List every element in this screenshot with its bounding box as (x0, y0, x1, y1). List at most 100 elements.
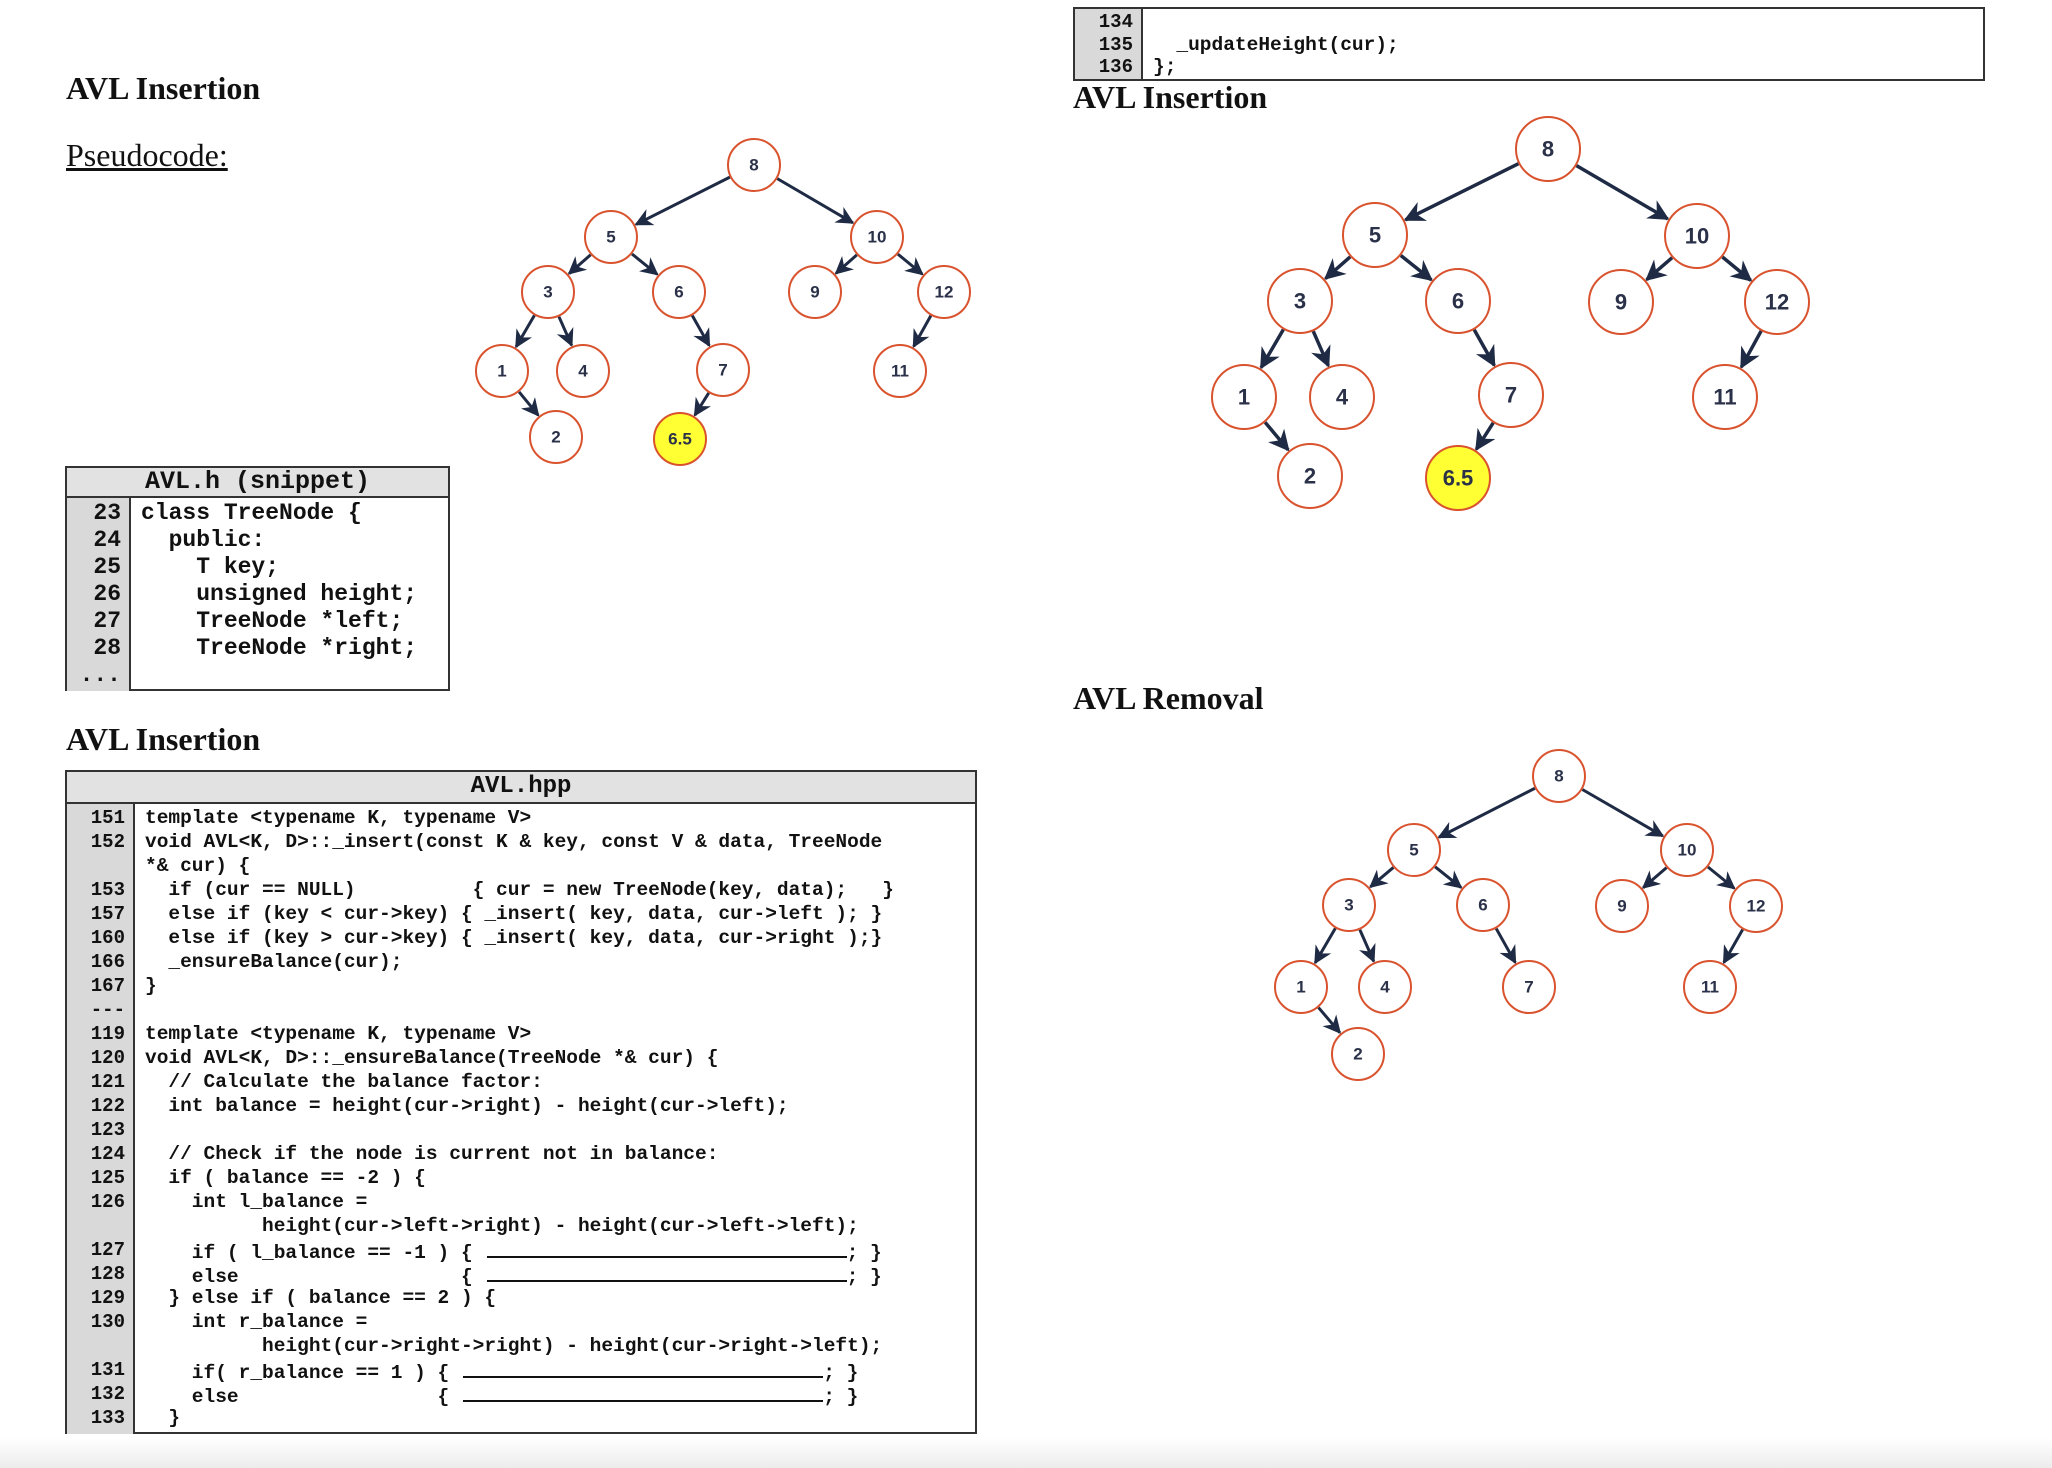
line-number: 120 (90, 1047, 125, 1069)
tree-edge-8-to-10 (1581, 788, 1665, 838)
tree-node-label: 5 (1409, 841, 1418, 860)
tree-node-1 (475, 344, 529, 398)
tree-node-label: 9 (810, 283, 819, 302)
tree-node-label: 11 (891, 362, 909, 381)
tree-edge-10-to-12 (1707, 865, 1736, 890)
code-line: height(cur->left->right) - height(cur->l… (145, 1214, 859, 1238)
fill-in-blank[interactable] (486, 1262, 847, 1282)
code-text: else { (145, 1266, 473, 1288)
code-text: int r_balance = (145, 1311, 368, 1333)
code-text: if( r_balance == 1 ) { (145, 1362, 450, 1384)
code-line: template <typename K, typename V> (145, 1022, 531, 1046)
fill-in-blank[interactable] (463, 1382, 824, 1402)
tree-edge-7-to-6.5 (693, 392, 712, 417)
tree-node-label: 9 (1615, 290, 1627, 315)
tree-node-label: 10 (1678, 841, 1697, 860)
tree-node-6.5-highlighted (653, 412, 707, 466)
code-box-title: AVL.h (snippet) (67, 468, 448, 498)
line-number: --- (90, 999, 125, 1021)
code-text: unsigned height; (141, 581, 418, 607)
code-line: int balance = height(cur->right) - heigh… (145, 1094, 788, 1118)
line-number: 130 (90, 1311, 125, 1333)
tree-node-4 (1358, 960, 1412, 1014)
tree-node-8 (1515, 116, 1581, 182)
tree-node-2 (529, 410, 583, 464)
code-text: else if (key < cur->key) { _insert( key,… (145, 903, 883, 925)
tree-node-10 (1664, 203, 1730, 269)
tree-edge-5-to-6 (1434, 865, 1463, 889)
code-line: unsigned height; (141, 581, 417, 608)
tree-edge-1-to-2 (1317, 1006, 1342, 1035)
code-text: // Check if the node is current not in b… (145, 1143, 719, 1165)
tree-node-5 (1342, 202, 1408, 268)
line-number: 126 (90, 1191, 125, 1213)
tree-node-label: 2 (1304, 464, 1316, 489)
tree-node-6.5-highlighted (1425, 445, 1491, 511)
code-line: height(cur->right->right) - height(cur->… (145, 1334, 882, 1358)
code-text: if ( balance == -2 ) { (145, 1167, 426, 1189)
line-number: 124 (90, 1143, 125, 1165)
line-number: ... (79, 662, 121, 688)
tree-node-label: 9 (1617, 897, 1626, 916)
code-line: else {; } (145, 1262, 882, 1289)
code-line: if (cur == NULL) { cur = new TreeNode(ke… (145, 878, 894, 902)
line-number: 133 (90, 1407, 125, 1429)
line-number: 160 (90, 927, 125, 949)
tree-node-label: 8 (1542, 137, 1554, 162)
page-bottom-edge (0, 1438, 2052, 1468)
tree-node-label: 6 (1452, 289, 1464, 314)
line-number: 134 (1098, 11, 1133, 33)
tree-edge-1-to-2 (1263, 421, 1290, 452)
code-text: height(cur->right->right) - height(cur->… (145, 1335, 883, 1357)
heading-pseudocode: Pseudocode: (66, 137, 228, 173)
fill-in-blank[interactable] (463, 1358, 824, 1378)
line-number: 127 (90, 1239, 125, 1261)
code-line: } (145, 974, 157, 998)
line-number: 135 (1098, 33, 1133, 56)
heading-avl-removal: AVL Removal (1073, 680, 1264, 716)
tree-node-label: 3 (1344, 896, 1353, 915)
line-number-gutter (1075, 9, 1143, 79)
code-text: class TreeNode { (141, 500, 362, 526)
tree-node-label: 3 (543, 283, 552, 302)
line-number: 131 (90, 1359, 125, 1381)
tree-edge-8-to-5 (1403, 162, 1520, 222)
tree-node-7 (1502, 960, 1556, 1014)
tree-edge-10-to-9 (834, 253, 858, 275)
code-line: else if (key < cur->key) { _insert( key,… (145, 902, 882, 926)
tree-node-2 (1277, 443, 1343, 509)
tree-node-3 (1267, 268, 1333, 334)
code-line: if ( balance == -2 ) { (145, 1166, 426, 1190)
tree-edge-5-to-3 (567, 253, 592, 275)
tree-node-label: 1 (1296, 978, 1305, 997)
code-line: int r_balance = (145, 1310, 368, 1334)
tree-edge-12-to-11 (912, 314, 933, 349)
line-number: 128 (90, 1263, 125, 1285)
tree-node-label: 2 (1353, 1045, 1362, 1064)
code-text: // Calculate the balance factor: (145, 1071, 543, 1093)
tree-edge-3-to-4 (1358, 929, 1376, 964)
tree-node-label: 4 (1336, 385, 1349, 410)
tree-edge-10-to-9 (1641, 866, 1668, 889)
code-line: if( r_balance == 1 ) {; } (145, 1358, 859, 1385)
fill-in-blank[interactable] (486, 1238, 847, 1258)
tree-node-label: 1 (1238, 385, 1250, 410)
code-text: }; (1153, 56, 1177, 78)
tree-edge-10-to-9 (1645, 256, 1674, 282)
tree-edge-10-to-12 (1721, 255, 1753, 282)
heading-avl-insertion-1: AVL Insertion (66, 70, 261, 106)
code-line: else {; } (145, 1382, 859, 1409)
code-line: _ensureBalance(cur); (145, 950, 402, 974)
code-text: else { (145, 1386, 450, 1408)
line-number-gutter (67, 804, 135, 1434)
line-number: 24 (93, 527, 121, 553)
code-text: template <typename K, typename V> (145, 1023, 532, 1045)
tree-node-label: 12 (1765, 290, 1789, 315)
code-line: void AVL<K, D>::_insert(const K & key, c… (145, 830, 882, 854)
tree-edge-5-to-3 (1369, 866, 1395, 889)
tree-edge-10-to-12 (896, 252, 924, 276)
line-number: 167 (90, 975, 125, 997)
